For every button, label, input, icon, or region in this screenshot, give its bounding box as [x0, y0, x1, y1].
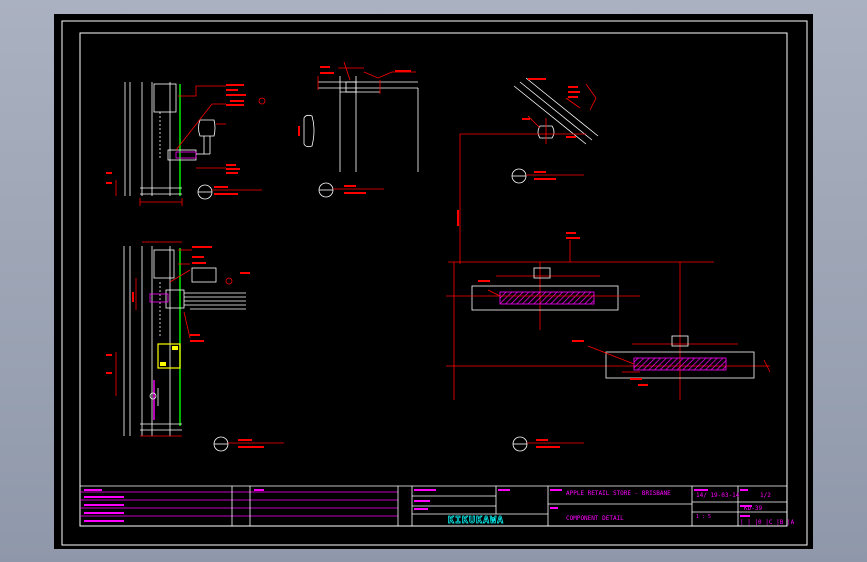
revision-code: | | |0 |C |B |A: [740, 519, 795, 526]
drawing-scale: 1 : 5: [696, 514, 711, 520]
project-name: APPLE RETAIL STORE - BRISBANE: [566, 490, 671, 497]
detail-4: [457, 77, 599, 264]
drawing-sheet: APPLE RETAIL STORE - BRISBANE COMPONENT …: [54, 14, 813, 549]
sheet-number: 1/2: [760, 492, 771, 499]
cad-drawing: APPLE RETAIL STORE - BRISBANE COMPONENT …: [61, 20, 808, 546]
detail-5: [446, 232, 771, 452]
detail-3: [106, 241, 284, 452]
outer-border: [61, 20, 808, 546]
inner-border: [79, 32, 788, 527]
company-logo: KIKUKAWA: [448, 515, 504, 526]
title-block: APPLE RETAIL STORE - BRISBANE COMPONENT …: [80, 485, 795, 526]
drawing-date: 14/ 19-03-14: [696, 492, 740, 499]
drawing-title: COMPONENT DETAIL: [566, 515, 624, 522]
detail-1: [106, 82, 266, 206]
detail-2: [298, 61, 419, 198]
drawing-number: KD-39: [744, 505, 762, 512]
